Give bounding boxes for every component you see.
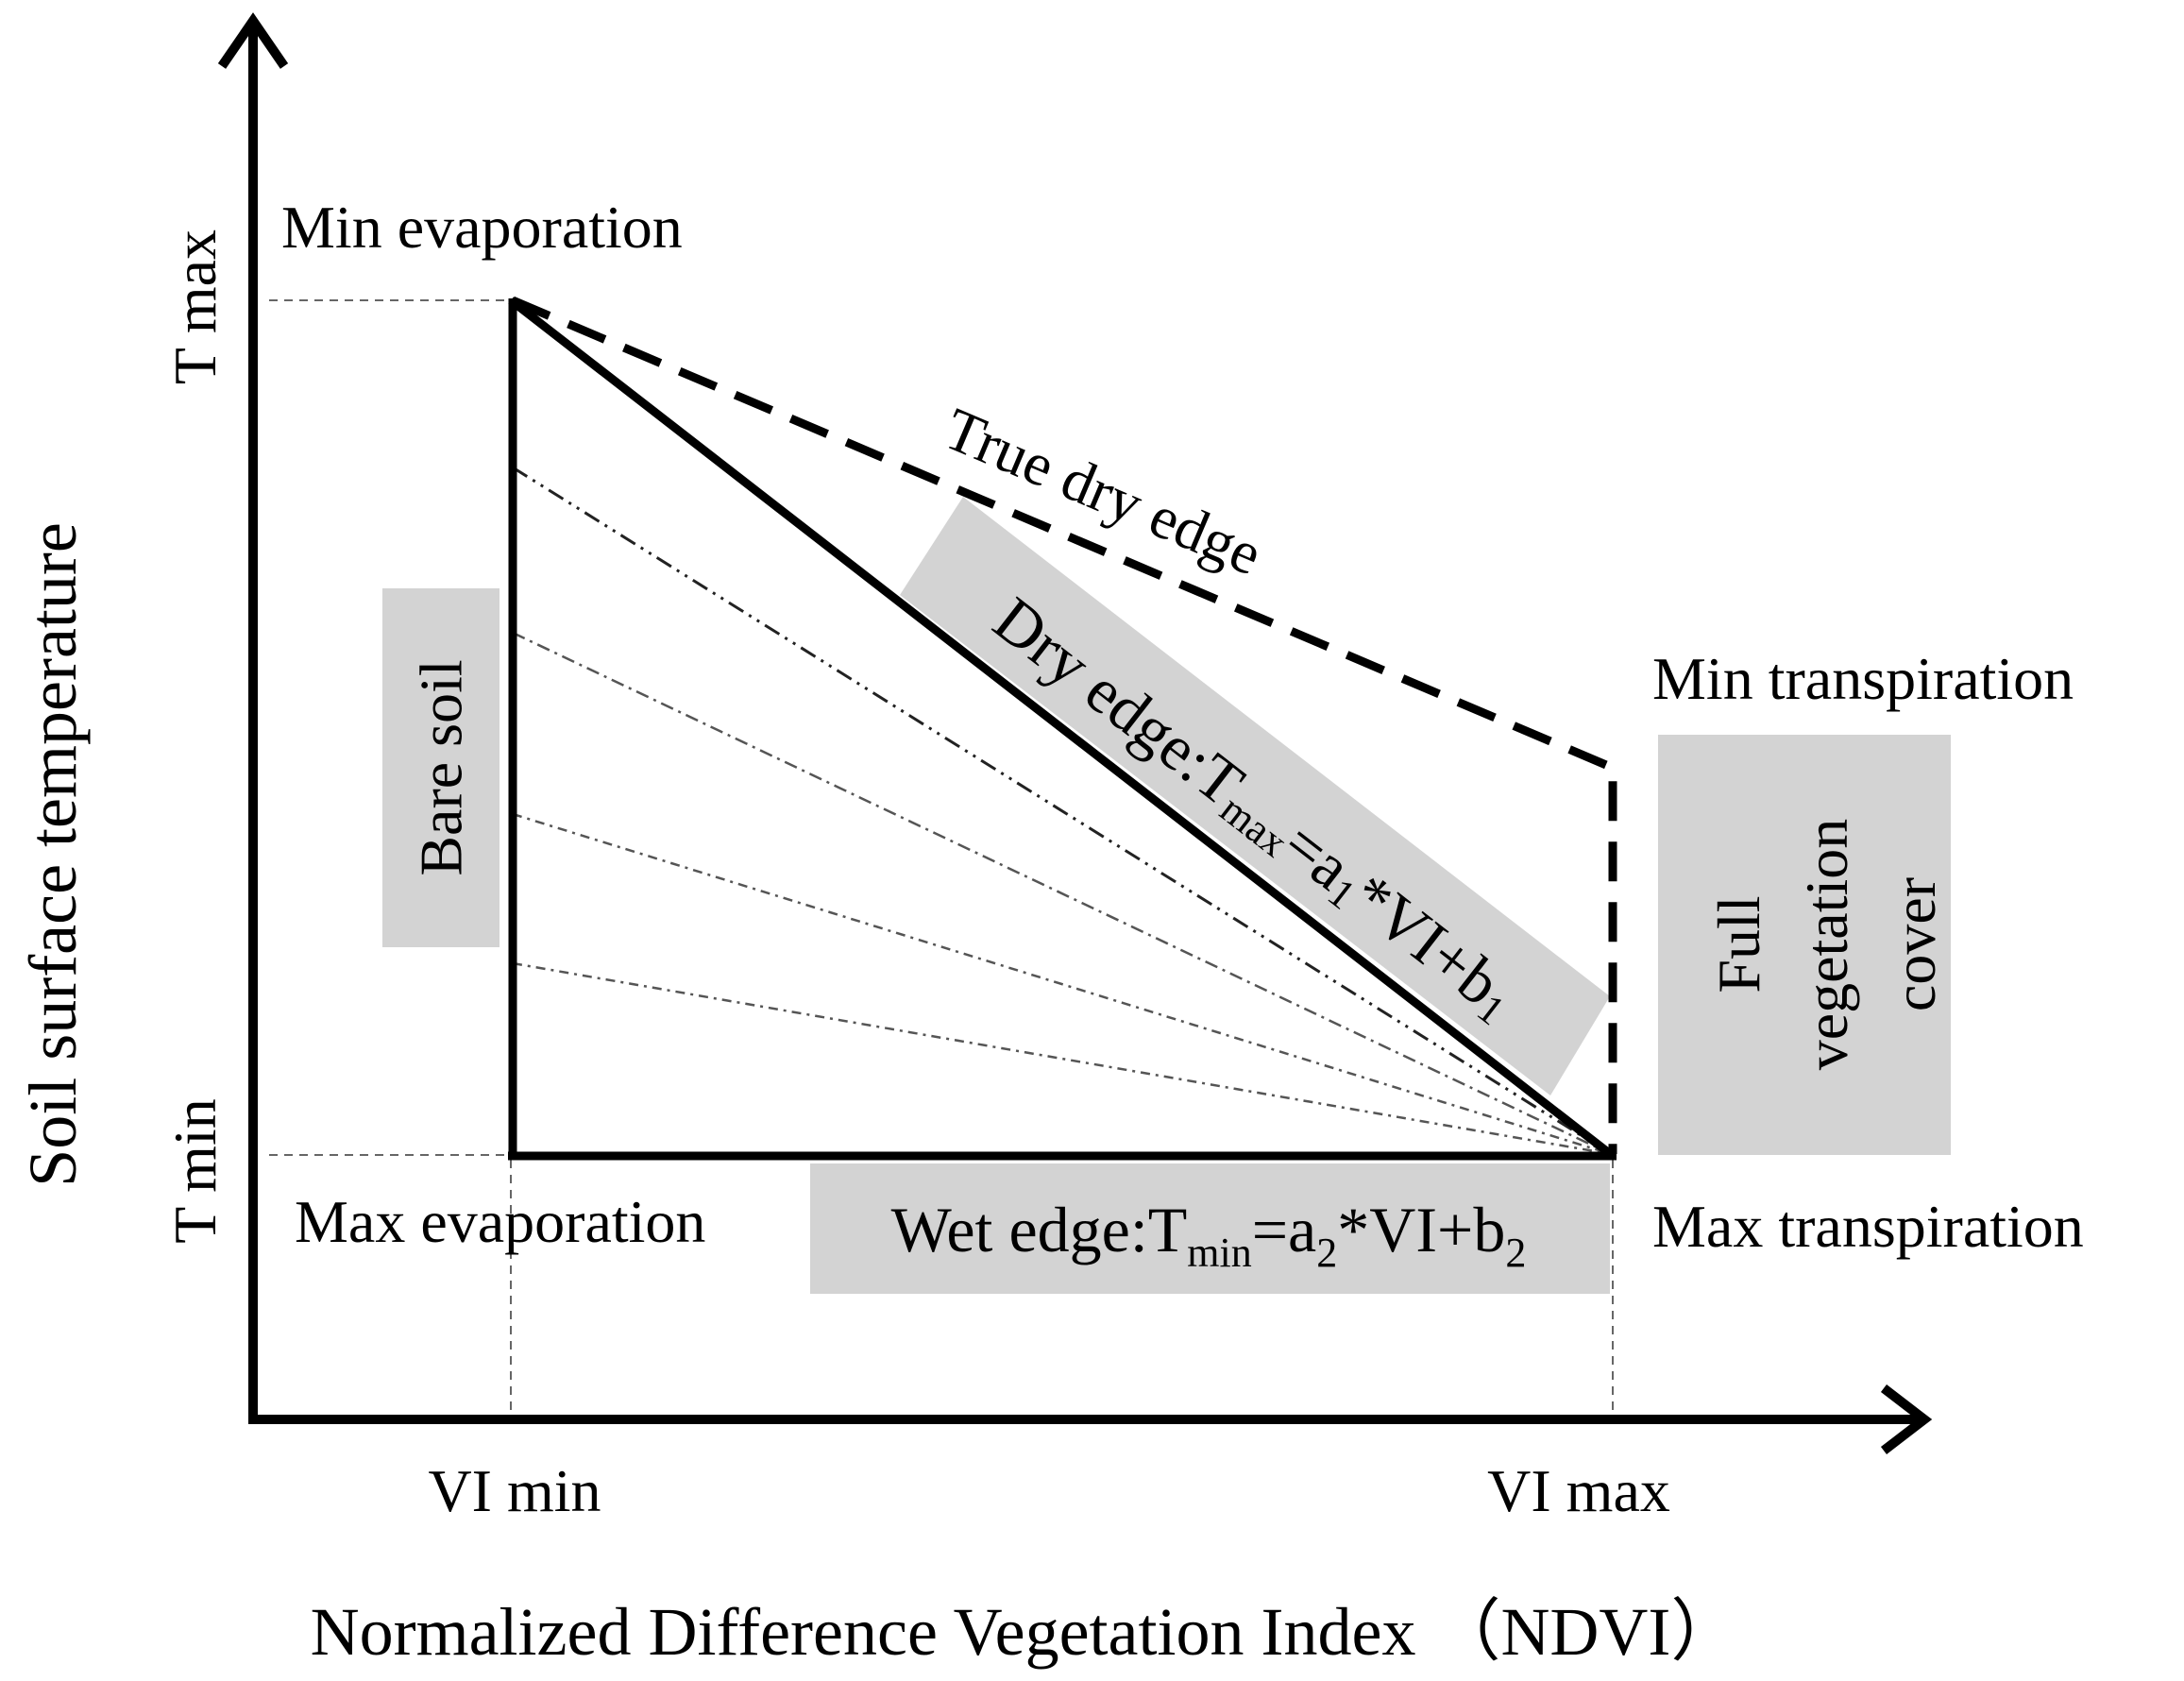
dry-edge-line: [508, 297, 1616, 1160]
min-evaporation-label: Min evaporation: [281, 194, 683, 261]
isoline-4: [512, 961, 1612, 1156]
max-transpiration-label: Max transpiration: [1652, 1193, 2084, 1260]
full-vegetation-label: Full vegetation cover: [1705, 819, 1948, 1071]
y-axis-title: Soil surface temperature: [15, 522, 91, 1187]
wet-edge-equation: Wet edge:Tmin=a2*VI+b2: [891, 1194, 1527, 1276]
bare-soil-label: Bare soil: [408, 659, 475, 875]
max-evaporation-label: Max evaporation: [295, 1188, 705, 1255]
bare-soil-box: [382, 588, 499, 947]
isoline-2: [512, 631, 1612, 1156]
dry-edge-box: [900, 497, 1610, 1095]
isoline-3: [512, 812, 1612, 1156]
svg-text:Full: Full: [1705, 895, 1772, 993]
full-vegetation-box: [1658, 735, 1951, 1155]
x-axis-title: Normalized Difference Vegetation Index （…: [311, 1594, 1739, 1670]
min-transpiration-label: Min transpiration: [1652, 645, 2074, 712]
x-tick-vimin: VI min: [428, 1457, 601, 1524]
y-tick-tmin: T min: [161, 1098, 229, 1244]
svg-text:vegetation: vegetation: [1793, 819, 1860, 1071]
y-axis-arrowhead: [217, 12, 289, 69]
x-axis-arrowhead: [1880, 1384, 1933, 1454]
isoline-1: [512, 466, 1612, 1156]
dry-edge-equation: Dry edge:Tmax=a1*VI+b1: [979, 583, 1531, 1034]
true-dry-edge-line: [511, 296, 1617, 1154]
svg-text:cover: cover: [1881, 877, 1948, 1011]
x-tick-vimax: VI max: [1487, 1457, 1670, 1524]
y-tick-tmax: T max: [161, 229, 229, 384]
wet-edge-box: [810, 1163, 1610, 1294]
